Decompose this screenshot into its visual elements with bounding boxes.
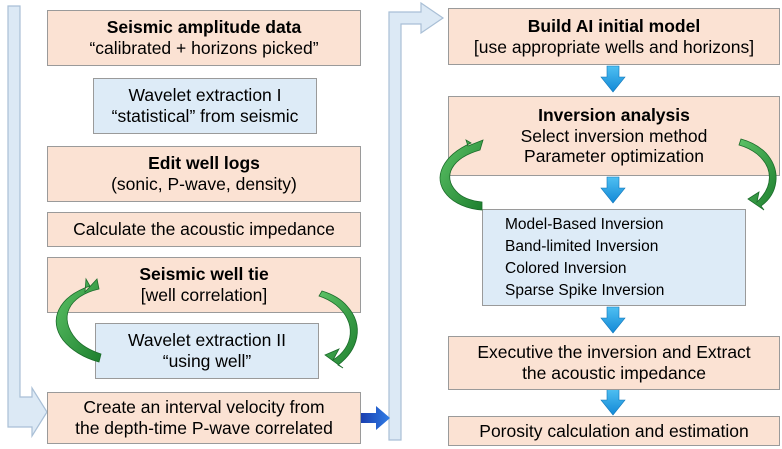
wavelet-extraction-2-line1: Wavelet extraction II [128, 330, 286, 351]
porosity-box: Porosity calculation and estimation [448, 416, 780, 446]
edit-well-logs-title: Edit well logs [148, 153, 260, 174]
seismic-well-tie-subtitle: [well correlation] [140, 284, 268, 305]
method-colored: Colored Inversion [505, 259, 627, 277]
seismic-well-tie-box: Seismic well tie [well correlation] [47, 257, 361, 313]
build-ai-model-subtitle: [use appropriate wells and horizons] [473, 36, 755, 57]
execute-inversion-box: Executive the inversion and Extract the … [448, 336, 780, 390]
wavelet-extraction-1-line1: Wavelet extraction I [128, 85, 282, 106]
wavelet-extraction-1-box: Wavelet extraction I “statistical” from … [93, 78, 317, 134]
down-arrow-4 [600, 388, 626, 416]
edit-well-logs-subtitle: (sonic, P-wave, density) [111, 174, 297, 194]
edit-well-logs-box: Edit well logs (sonic, P-wave, density) [47, 146, 361, 202]
acoustic-impedance-box: Calculate the acoustic impedance [47, 212, 361, 247]
method-band-limited: Band-limited Inversion [505, 237, 659, 255]
interval-velocity-line1: Create an interval velocity from [83, 397, 325, 418]
execute-inversion-line1: Executive the inversion and Extract [477, 342, 751, 363]
inversion-method-text: Select inversion method [520, 125, 708, 146]
execute-inversion-line2: the acoustic impedance [522, 363, 706, 383]
seismic-amplitude-box: Seismic amplitude data “calibrated + hor… [47, 10, 361, 66]
interval-velocity-box: Create an interval velocity from the dep… [47, 392, 361, 444]
acoustic-impedance-text: Calculate the acoustic impedance [73, 219, 335, 240]
seismic-amplitude-title: Seismic amplitude data [106, 17, 302, 38]
build-ai-model-title: Build AI initial model [527, 15, 701, 36]
inversion-analysis-box: Inversion analysis Select inversion meth… [448, 96, 780, 176]
method-model-based: Model-Based Inversion [505, 215, 664, 233]
seismic-well-tie-title: Seismic well tie [139, 264, 269, 284]
left-flow-arrow [7, 5, 48, 439]
inversion-analysis-title: Inversion analysis [538, 105, 690, 126]
connector-flow-arrow [388, 1, 445, 441]
blue-right-arrow [361, 406, 390, 430]
seismic-amplitude-subtitle: “calibrated + horizons picked” [89, 38, 319, 58]
parameter-optimization-text: Parameter optimization [524, 146, 704, 167]
down-arrow-3 [600, 306, 626, 334]
wavelet-extraction-1-line2: “statistical” from seismic [111, 106, 299, 126]
down-arrows [600, 65, 626, 416]
wavelet-extraction-2-box: Wavelet extraction II “using well” [95, 323, 319, 379]
porosity-text: Porosity calculation and estimation [479, 420, 749, 441]
interval-velocity-line2: the depth-time P-wave correlated [75, 418, 333, 438]
build-ai-model-box: Build AI initial model [use appropriate … [448, 8, 780, 65]
inversion-methods-box: Model-Based Inversion Band-limited Inver… [482, 209, 746, 306]
down-arrow-2 [600, 176, 626, 204]
wavelet-extraction-2-line2: “using well” [162, 351, 252, 371]
method-sparse-spike: Sparse Spike Inversion [505, 281, 665, 299]
down-arrow-1 [600, 65, 626, 93]
